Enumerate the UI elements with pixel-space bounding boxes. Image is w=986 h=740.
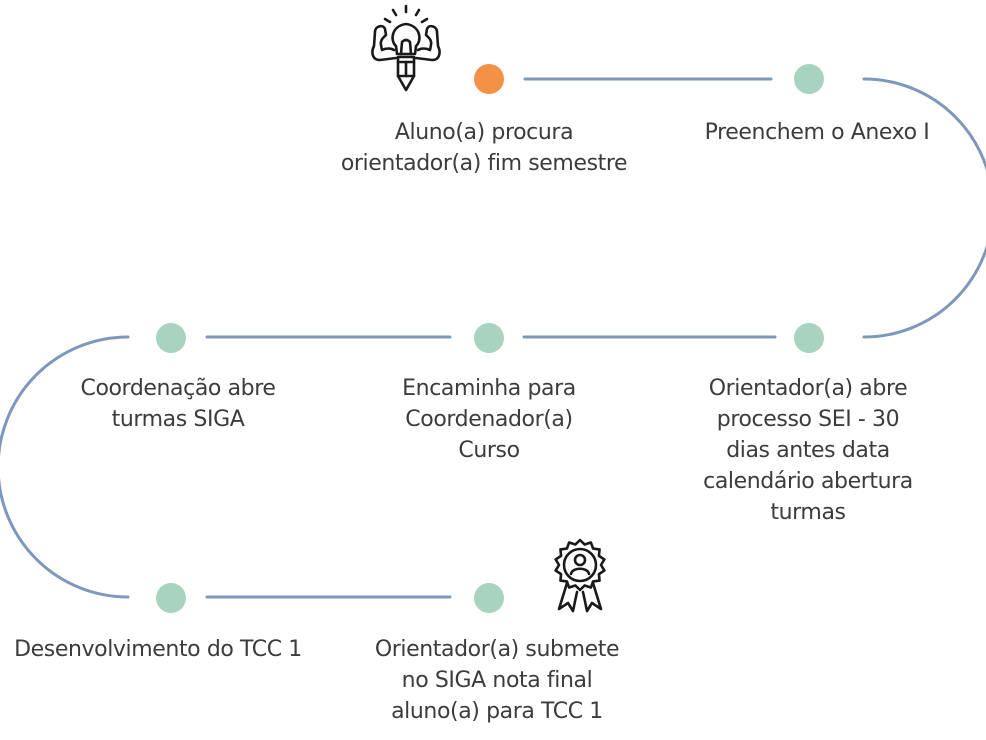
- step-text-line: Aluno(a) procura: [394, 120, 574, 145]
- step-text-line: Preenchem o Anexo I: [704, 120, 930, 145]
- step-label-desenvolvimento: Desenvolvimento do TCC 1: [14, 634, 302, 665]
- timeline-node-start: [474, 64, 504, 94]
- timeline-node: [794, 323, 824, 353]
- step-text-line: processo SEI - 30: [716, 407, 900, 432]
- timeline-node: [474, 583, 504, 613]
- step-label-preenchem-anexo: Preenchem o Anexo I: [705, 117, 930, 148]
- step-text-line: Orientador(a) abre: [708, 376, 908, 401]
- step-text-line: Orientador(a) submete: [374, 637, 620, 662]
- connector-curve-left: [0, 335, 130, 599]
- connector-curve-right: [862, 77, 986, 339]
- step-text-line: no SIGA nota final: [401, 668, 593, 693]
- step-text-line: turmas: [770, 500, 846, 525]
- step-label-coordenacao: Coordenação abre turmas SIGA: [80, 373, 275, 435]
- idea-lightbulb-icon: [371, 4, 441, 92]
- step-text-line: dias antes data: [726, 438, 890, 463]
- timeline-node: [474, 323, 504, 353]
- step-text-line: turmas SIGA: [111, 407, 245, 432]
- timeline-node: [156, 583, 186, 613]
- step-text-line: Desenvolvimento do TCC 1: [14, 637, 302, 662]
- step-label-processo-sei: Orientador(a) abre processo SEI - 30 dia…: [703, 373, 913, 528]
- step-text-line: aluno(a) para TCC 1: [391, 699, 603, 724]
- timeline-node: [794, 64, 824, 94]
- step-label-encaminha: Encaminha para Coordenador(a) Curso: [402, 373, 576, 466]
- step-text-line: Coordenador(a): [405, 407, 573, 432]
- award-badge-icon: [554, 538, 606, 613]
- step-text-line: orientador(a) fim semestre: [340, 151, 628, 176]
- step-text-line: Encaminha para: [402, 376, 576, 401]
- timeline-node: [156, 323, 186, 353]
- step-label-submete-nota: Orientador(a) submete no SIGA nota final…: [374, 634, 620, 727]
- step-text-line: calendário abertura: [703, 469, 913, 494]
- step-text-line: Coordenação abre: [80, 376, 276, 401]
- step-text-line: Curso: [458, 438, 520, 463]
- step-label-aluno-procura: Aluno(a) procura orientador(a) fim semes…: [340, 117, 628, 179]
